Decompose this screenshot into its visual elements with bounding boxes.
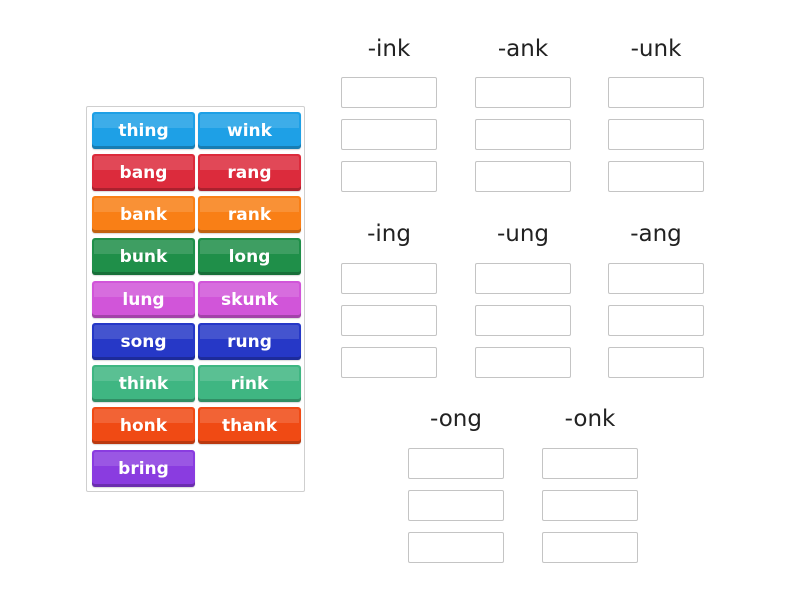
- word-tile-lung[interactable]: lung: [92, 281, 195, 318]
- drop-slot[interactable]: [542, 448, 638, 479]
- group-heading-unk: -unk: [630, 36, 682, 62]
- word-tile-label: rank: [227, 204, 272, 225]
- word-tile-long[interactable]: long: [198, 238, 301, 275]
- drop-slot[interactable]: [542, 532, 638, 563]
- word-tile-label: think: [118, 373, 169, 394]
- drop-slot[interactable]: [608, 263, 704, 294]
- group-heading-ang: -ang: [630, 221, 682, 247]
- word-tile-label: bring: [118, 458, 169, 479]
- word-tile-rank[interactable]: rank: [198, 196, 301, 233]
- word-tile-label: honk: [119, 415, 168, 436]
- drop-slot[interactable]: [475, 305, 571, 336]
- drop-slot[interactable]: [475, 77, 571, 108]
- group-heading-ing: -ing: [367, 221, 411, 247]
- group-heading-ink: -ink: [367, 36, 411, 62]
- word-tile-label: bank: [119, 204, 168, 225]
- word-tile-label: song: [120, 331, 167, 352]
- word-tile-think[interactable]: think: [92, 365, 195, 402]
- group-heading-ung: -ung: [496, 221, 550, 247]
- word-tile-label: lung: [122, 289, 165, 310]
- drop-slot[interactable]: [475, 347, 571, 378]
- group-heading-ank: -ank: [497, 36, 549, 62]
- drop-slot[interactable]: [475, 161, 571, 192]
- word-tile-label: rang: [227, 162, 272, 183]
- drop-slot[interactable]: [341, 305, 437, 336]
- group-heading-onk: -onk: [564, 406, 616, 432]
- word-tile-bang[interactable]: bang: [92, 154, 195, 191]
- word-tile-label: wink: [227, 120, 272, 141]
- drop-slot[interactable]: [408, 448, 504, 479]
- word-tile-rink[interactable]: rink: [198, 365, 301, 402]
- word-tile-bunk[interactable]: bunk: [92, 238, 195, 275]
- word-tile-skunk[interactable]: skunk: [198, 281, 301, 318]
- drop-slot[interactable]: [608, 119, 704, 150]
- word-tile-label: skunk: [221, 289, 278, 310]
- word-tile-bank[interactable]: bank: [92, 196, 195, 233]
- word-tile-label: bunk: [119, 246, 168, 267]
- drop-slot[interactable]: [341, 161, 437, 192]
- drop-slot[interactable]: [341, 119, 437, 150]
- word-tile-label: thank: [221, 415, 278, 436]
- drop-slot[interactable]: [341, 77, 437, 108]
- drop-slot[interactable]: [341, 347, 437, 378]
- word-tile-bring[interactable]: bring: [92, 450, 195, 487]
- word-tile-thing[interactable]: thing: [92, 112, 195, 149]
- drop-slot[interactable]: [608, 305, 704, 336]
- word-tile-honk[interactable]: honk: [92, 407, 195, 444]
- group-heading-ong: -ong: [430, 406, 482, 432]
- word-tile-label: rink: [230, 373, 269, 394]
- drop-slot[interactable]: [608, 161, 704, 192]
- drop-slot[interactable]: [475, 119, 571, 150]
- word-tile-rung[interactable]: rung: [198, 323, 301, 360]
- drop-slot[interactable]: [408, 532, 504, 563]
- drop-slot[interactable]: [608, 77, 704, 108]
- word-tile-wink[interactable]: wink: [198, 112, 301, 149]
- drop-slot[interactable]: [608, 347, 704, 378]
- word-tile-label: bang: [119, 162, 168, 183]
- word-tile-label: long: [228, 246, 271, 267]
- word-tile-thank[interactable]: thank: [198, 407, 301, 444]
- word-tile-label: thing: [118, 120, 169, 141]
- drop-slot[interactable]: [408, 490, 504, 521]
- word-bank: thing wink bang rang bank rank bunk long…: [86, 106, 305, 492]
- word-tile-rang[interactable]: rang: [198, 154, 301, 191]
- word-tile-song[interactable]: song: [92, 323, 195, 360]
- word-tile-label: rung: [227, 331, 272, 352]
- drop-slot[interactable]: [341, 263, 437, 294]
- drop-slot[interactable]: [475, 263, 571, 294]
- drop-slot[interactable]: [542, 490, 638, 521]
